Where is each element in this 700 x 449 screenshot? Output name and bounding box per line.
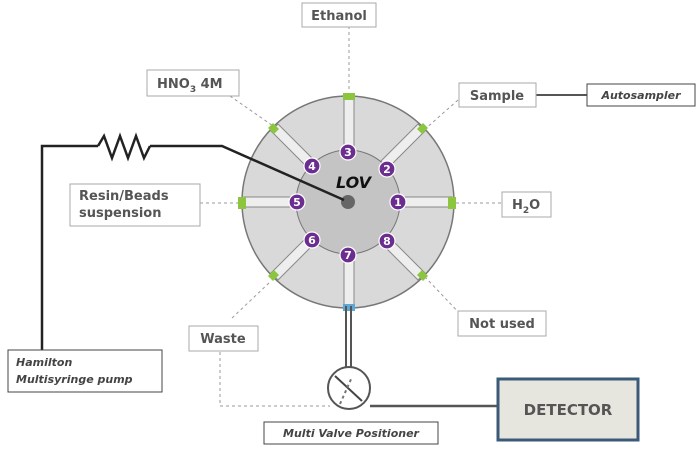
ports: 1 2 3 4 5 6 7 8 — [288, 143, 407, 264]
label-boxes — [7, 2, 696, 445]
waste-box — [188, 325, 259, 352]
detector-label: DETECTOR — [524, 401, 613, 419]
center-hole — [341, 195, 355, 209]
connector-sample — [417, 123, 428, 134]
port-2-label: 2 — [383, 163, 391, 176]
tube-to-mvp — [345, 306, 352, 370]
hno3-box — [146, 69, 240, 97]
port-5 — [288, 193, 306, 211]
connector-h2o — [448, 197, 456, 209]
port-6-label: 6 — [308, 234, 316, 247]
port-1 — [389, 193, 407, 211]
mvp-label: Multi Valve Positioner — [283, 427, 420, 440]
sample-box — [458, 82, 537, 108]
hno3-label: HNO3 4M — [157, 77, 223, 95]
dashed-leaders — [200, 26, 502, 407]
port-1-label: 1 — [394, 196, 402, 209]
not-used-box — [457, 310, 547, 337]
port-3 — [339, 143, 357, 161]
port-6 — [303, 231, 321, 249]
port-5-label: 5 — [293, 196, 301, 209]
detector-box — [496, 377, 640, 442]
port-4-label: 4 — [308, 160, 316, 173]
port-4 — [303, 157, 321, 175]
autosampler-label: Autosampler — [600, 89, 681, 102]
connector-hno3 — [268, 123, 279, 134]
h2o-label: H2O — [512, 198, 540, 216]
connector-resin — [238, 197, 246, 209]
ethanol-box — [301, 2, 377, 28]
port-8-label: 8 — [383, 235, 391, 248]
syringe-line — [40, 132, 345, 350]
mvp-diagonal — [334, 375, 363, 402]
port-8 — [378, 232, 396, 250]
port-7-label: 7 — [344, 249, 352, 262]
mvp-box — [263, 421, 439, 445]
mvp-dashed — [339, 376, 353, 405]
port-7 — [339, 246, 357, 264]
h2o-box — [501, 191, 552, 218]
hamilton-box — [7, 349, 163, 393]
resin-label-line2: suspension — [79, 206, 162, 221]
connector-ethanol — [343, 93, 355, 100]
autosampler-box — [586, 83, 696, 107]
resin-label-line1: Resin/Beads — [79, 189, 169, 204]
hamilton-label-line2: Multisyringe pump — [16, 373, 133, 386]
port-3-label: 3 — [344, 146, 352, 159]
connector-not-used — [417, 270, 428, 281]
connectors — [238, 93, 456, 311]
sample-label: Sample — [470, 89, 524, 104]
port-2 — [378, 160, 396, 178]
connector-mvp — [343, 304, 355, 311]
lov-label: LOV — [336, 173, 373, 192]
connector-waste — [268, 270, 279, 281]
not-used-label: Not used — [469, 317, 535, 332]
waste-label: Waste — [200, 332, 246, 347]
hamilton-label-line1: Hamilton — [16, 356, 72, 369]
ethanol-label: Ethanol — [311, 9, 367, 24]
resin-box — [69, 183, 201, 227]
